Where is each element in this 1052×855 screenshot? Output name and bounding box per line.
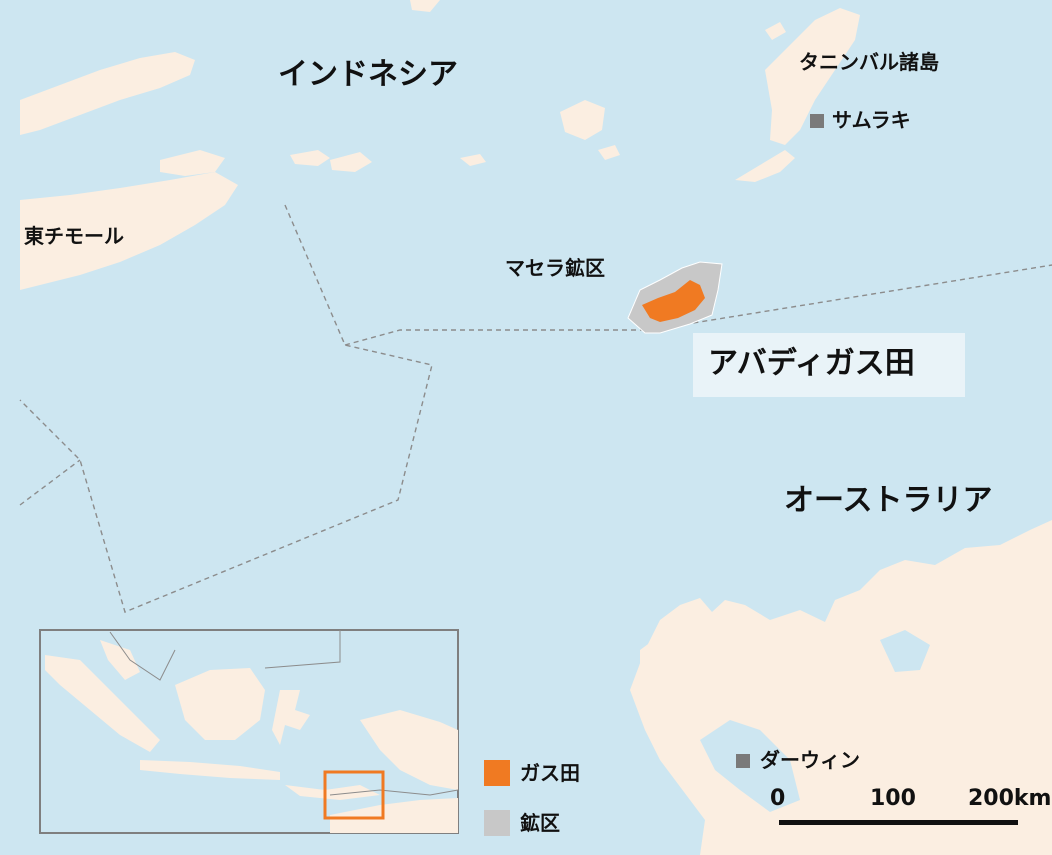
island-tiwi <box>640 620 720 690</box>
inset-borders <box>109 630 459 796</box>
label-masela-block: マセラ鉱区 <box>505 256 605 280</box>
label-australia: オーストラリア <box>784 483 993 518</box>
inset-map <box>39 629 459 834</box>
inset-borneo <box>175 668 265 740</box>
boundary-line-3 <box>19 459 81 506</box>
island-small-5 <box>598 145 620 160</box>
scale-bar <box>779 820 1018 825</box>
scale-label-100: 100 <box>870 786 916 811</box>
boundary-line-2 <box>344 264 1052 346</box>
saumlaki-marker-icon <box>810 114 824 128</box>
inset-nusa <box>285 785 380 800</box>
legend-gasfield-label: ガス田 <box>520 761 580 785</box>
inset-sumatra <box>45 655 160 752</box>
legend-block-label: 鉱区 <box>520 811 560 835</box>
inset-border-3 <box>329 789 459 796</box>
legend-block-swatch <box>484 810 510 836</box>
inset-java <box>140 760 280 780</box>
island-babar <box>560 100 605 140</box>
label-darwin: ダーウィン <box>760 748 860 772</box>
abadi-gasfield-shape <box>642 280 705 322</box>
inset-papua <box>360 710 458 790</box>
island-small-4 <box>460 154 486 166</box>
scale-label-0: 0 <box>770 786 786 811</box>
island-tanimbar <box>765 8 860 145</box>
island-tanimbar-south <box>735 150 795 182</box>
abadi-label-box <box>693 333 965 397</box>
label-east-timor: 東チモール <box>24 224 124 248</box>
boundary-line-1 <box>19 204 433 613</box>
label-saumlaki: サムラキ <box>832 108 911 132</box>
island-small-1 <box>160 150 225 176</box>
sea-inlet-2 <box>880 630 930 672</box>
inset-sulawesi <box>272 690 310 745</box>
legend-gasfield-swatch <box>484 760 510 786</box>
inset-australia <box>330 798 458 833</box>
label-abadi-field: アバディガス田 <box>708 346 915 381</box>
darwin-marker-icon <box>736 754 750 768</box>
inset-land <box>45 640 458 833</box>
label-tanimbar: タニンバル諸島 <box>799 50 939 74</box>
island-flores <box>20 52 195 135</box>
scale-label-200: 200km <box>968 786 1052 811</box>
island-small-2 <box>290 150 330 166</box>
sea-inlet <box>700 720 800 812</box>
inset-highlight-box <box>323 770 385 820</box>
inset-border-2 <box>264 630 341 669</box>
label-indonesia: インドネシア <box>278 57 458 92</box>
inset-malaya <box>100 640 140 680</box>
island-top-small <box>765 22 786 40</box>
island-timor <box>20 172 238 290</box>
inset-border-1 <box>109 631 176 681</box>
island-top-left <box>410 0 440 12</box>
island-small-3 <box>330 152 372 172</box>
maritime-boundaries <box>19 204 1052 613</box>
